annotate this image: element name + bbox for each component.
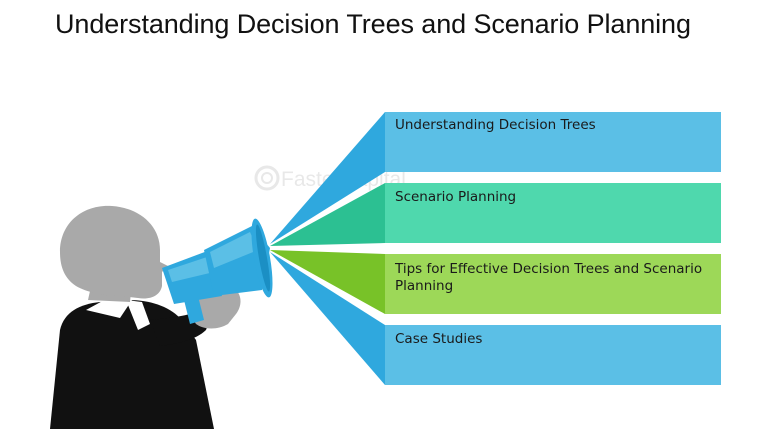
item-label-2: Scenario Planning [395,189,517,205]
beam-3 [270,250,385,314]
speaker-person-icon [50,205,241,429]
beam-1 [270,112,385,244]
megaphone-icon [162,218,273,324]
item-label-3: Tips for Effective Decision Trees and Sc… [395,261,703,294]
item-label-1: Understanding Decision Trees [395,117,596,133]
beam-4 [270,252,385,385]
item-box-4 [385,325,721,385]
item-box-3 [385,254,721,314]
item-box-1 [385,112,721,172]
slide-title: Understanding Decision Trees and Scenari… [55,9,691,39]
beam-2 [270,183,385,246]
item-label-4: Case Studies [395,331,483,347]
item-box-2 [385,183,721,243]
